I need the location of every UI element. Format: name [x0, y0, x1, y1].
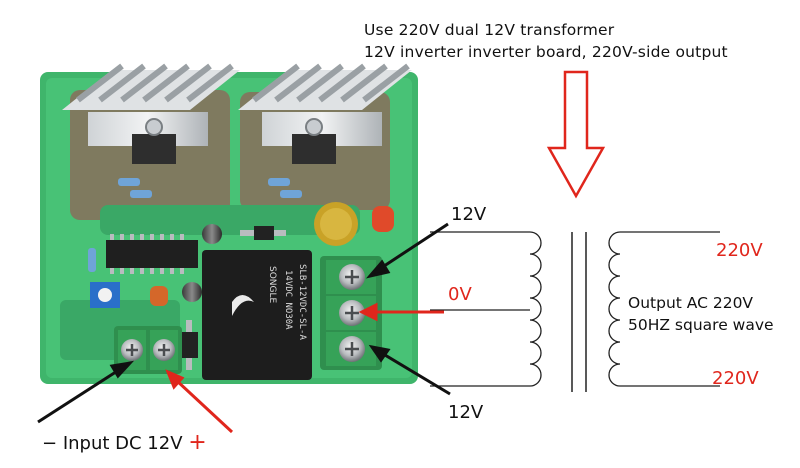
note-line-2: 12V inverter inverter board, 220V-side o… [364, 43, 728, 61]
output-spec-line-1: Output AC 220V [628, 294, 754, 312]
relay: SONGLE 14VDC NO30A SLB-12VDC-SL-A [202, 250, 312, 380]
output-spec-line-2: 50HZ square wave [628, 316, 774, 334]
transformer-secondary-winding [608, 231, 720, 387]
label-220v-bottom: 220V [712, 368, 759, 389]
label-12v-bottom: 12V [448, 402, 484, 423]
potentiometer [90, 282, 120, 308]
transformer-core [571, 232, 587, 392]
input-label: − Input DC 12V + [42, 430, 207, 455]
input-terminal-block [114, 326, 182, 374]
down-arrow-icon [546, 70, 606, 199]
heatsink-left [62, 63, 240, 164]
ic-chip [106, 234, 198, 274]
label-12v-top: 12V [451, 204, 487, 225]
arrow-12v-top [365, 222, 449, 279]
capacitors [150, 202, 394, 306]
output-terminal-block [320, 256, 382, 370]
resistors [88, 178, 302, 272]
note-line-1: Use 220V dual 12V transformer [364, 21, 615, 39]
heatsink-right [238, 63, 412, 164]
input-plus-sign: + [188, 430, 207, 455]
relay-brand-label: SONGLE [267, 266, 277, 304]
input-voltage-label: Input DC 12V [62, 433, 183, 454]
input-minus-sign: − [42, 433, 58, 454]
arrow-12v-bottom [368, 344, 451, 396]
transformer-primary-winding [430, 231, 542, 387]
arrow-input-negative [37, 360, 135, 424]
relay-spec-line1: 14VDC NO30A [283, 270, 293, 330]
relay-spec-line2: SLB-12VDC-SL-A [297, 264, 307, 340]
diodes [180, 226, 286, 370]
label-220v-top: 220V [716, 240, 763, 261]
arrow-0v [358, 302, 444, 322]
label-0v: 0V [448, 284, 472, 305]
arrow-input-positive [165, 369, 234, 434]
